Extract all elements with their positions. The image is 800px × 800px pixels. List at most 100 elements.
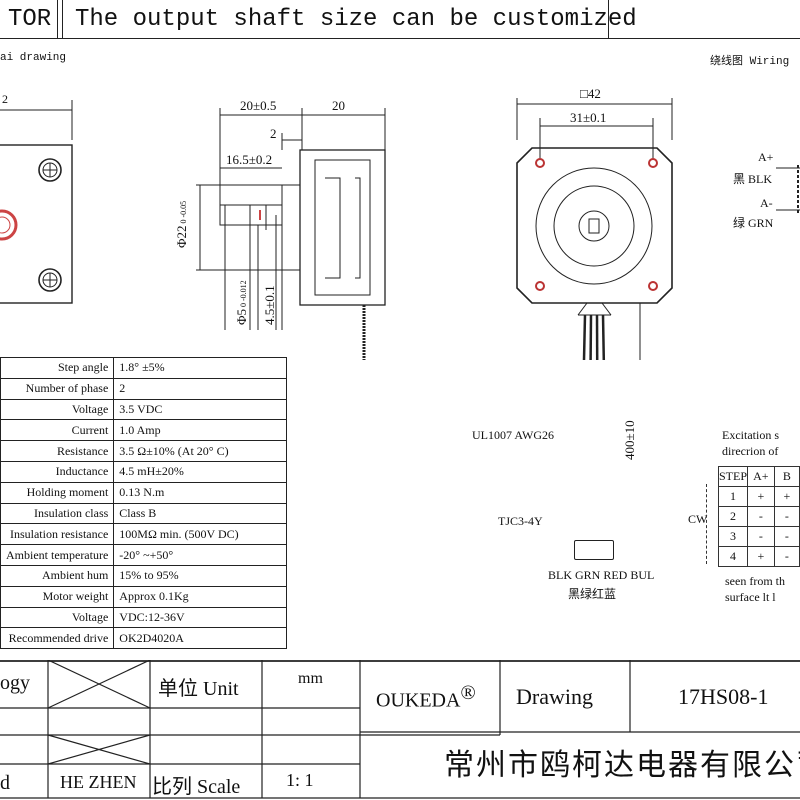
spec-key: Resistance	[0, 440, 115, 462]
dim-side-dia22-tol: 0 -0.05	[179, 200, 188, 224]
dim-cable-len: 400±10	[622, 420, 637, 460]
wiring-grn: 绿 GRN	[733, 216, 774, 230]
dim-cable-ul: UL1007 AWG26	[472, 428, 555, 442]
excitation-cw-label: CW	[688, 512, 708, 526]
wiring-blk: 黑 BLK	[733, 172, 773, 186]
technical-drawing	[0, 98, 800, 360]
excitation-row: 1++	[717, 486, 800, 507]
excitation-cell: -	[773, 546, 800, 567]
excitation-cell: -	[773, 526, 800, 547]
tb-brand-wrap: OUKEDA®	[376, 682, 476, 713]
excitation-row: 3--	[717, 526, 800, 547]
header-divider	[57, 0, 63, 38]
spec-key: Holding moment	[0, 481, 115, 504]
spec-row: Ambient temperature-20° ~+50°	[0, 544, 288, 566]
spec-value: 2	[113, 377, 288, 400]
title-block-grid	[0, 660, 800, 799]
wiring-a-plus: A+	[758, 150, 774, 164]
spec-value: -20° ~+50°	[113, 544, 288, 566]
excitation-header-cell: B	[773, 466, 800, 487]
spec-value: 15% to 95%	[113, 564, 288, 587]
dim-side-165: 16.5±0.2	[226, 152, 273, 167]
header-subtitle: The output shaft size can be customized	[75, 6, 637, 33]
dim-side-dia5: Φ50 -0.012	[234, 280, 250, 325]
spec-key: Inductance	[0, 460, 115, 483]
spec-value: 3.5 VDC	[113, 398, 288, 421]
tb-company: 常州市鸥柯达电器有限公司	[444, 748, 800, 783]
dim-side-20b: 20	[332, 98, 345, 113]
dim-side-dia5-text: Φ5	[234, 308, 249, 325]
wiring-a-minus: A-	[760, 196, 773, 210]
excitation-cell: -	[747, 526, 775, 547]
tb-scale-value: 1: 1	[286, 770, 314, 790]
excitation-title-2: direcrion of	[722, 444, 779, 458]
spec-value: Approx 0.1Kg	[113, 585, 288, 608]
dim-side-2: 2	[270, 126, 277, 141]
spec-key: Current	[0, 419, 115, 442]
excitation-cell: 3	[717, 526, 749, 547]
tb-brand-mark: ®	[460, 682, 476, 704]
dim-front-42: □42	[580, 86, 601, 101]
spec-value: VDC:12-36V	[113, 606, 288, 629]
spec-value: Class B	[113, 502, 288, 525]
dim-side-dia22: Φ220 -0.05	[174, 201, 190, 248]
spec-value: 0.13 N.m	[113, 481, 288, 504]
tb-brand: OUKEDA	[376, 689, 461, 712]
title-block: ogy 单位 Unit mm OUKEDA® Drawing 17HS08-1 …	[0, 660, 800, 800]
dim-left-top: 2	[2, 92, 8, 106]
spec-value: 1.0 Amp	[113, 419, 288, 442]
spec-key: Step angle	[0, 357, 115, 379]
wire-colors: BLK GRN RED BUL	[548, 568, 655, 582]
wiring-sketch	[776, 165, 800, 215]
tb-scale-label: 比列 Scale	[152, 776, 241, 798]
excitation-cell: +	[747, 546, 775, 567]
dim-connector: TJC3-4Y	[498, 514, 543, 528]
excitation-row: 4+-	[717, 546, 800, 567]
wire-colors-cn: 黑绿红蓝	[568, 587, 617, 601]
spec-value: OK2D4020A	[113, 627, 288, 650]
dim-side-45: 4.5±0.1	[262, 285, 277, 325]
spec-value: 3.5 Ω±10% (At 20° C)	[113, 440, 288, 462]
spec-key: Voltage	[0, 398, 115, 421]
spec-key: Ambient temperature	[0, 544, 115, 566]
left-front-view	[0, 100, 73, 304]
dim-front-31: 31±0.1	[570, 110, 607, 125]
wiring-label: 绕线图 Wiring	[710, 56, 790, 68]
cw-arrow-line	[706, 484, 707, 564]
spec-key: Voltage	[0, 606, 115, 629]
spec-key: Recommended drive	[0, 627, 115, 650]
excitation-note-2: surface lt l	[725, 590, 776, 604]
excitation-cell: +	[773, 486, 800, 507]
excitation-cell: -	[747, 506, 775, 527]
excitation-row: 2--	[717, 506, 800, 527]
dim-side-20: 20±0.5	[240, 98, 277, 113]
excitation-cell: 2	[717, 506, 749, 527]
excitation-header-cell: STEP	[717, 466, 749, 487]
connector-icon	[574, 540, 614, 560]
excitation-cell: 1	[717, 486, 749, 507]
front-view	[516, 98, 673, 360]
dim-side-dia22-text: Φ22	[174, 225, 189, 248]
spec-key: Insulation class	[0, 502, 115, 525]
tb-part-no: 17HS08-1	[678, 684, 769, 709]
spec-key: Insulation resistance	[0, 523, 115, 546]
tb-unit-label: 单位 Unit	[158, 678, 239, 700]
header-right-border	[608, 0, 609, 38]
spec-key: Motor weight	[0, 585, 115, 608]
tb-designer: HE ZHEN	[60, 772, 137, 792]
excitation-cell: +	[747, 486, 775, 507]
excitation-cell: 4	[717, 546, 749, 567]
